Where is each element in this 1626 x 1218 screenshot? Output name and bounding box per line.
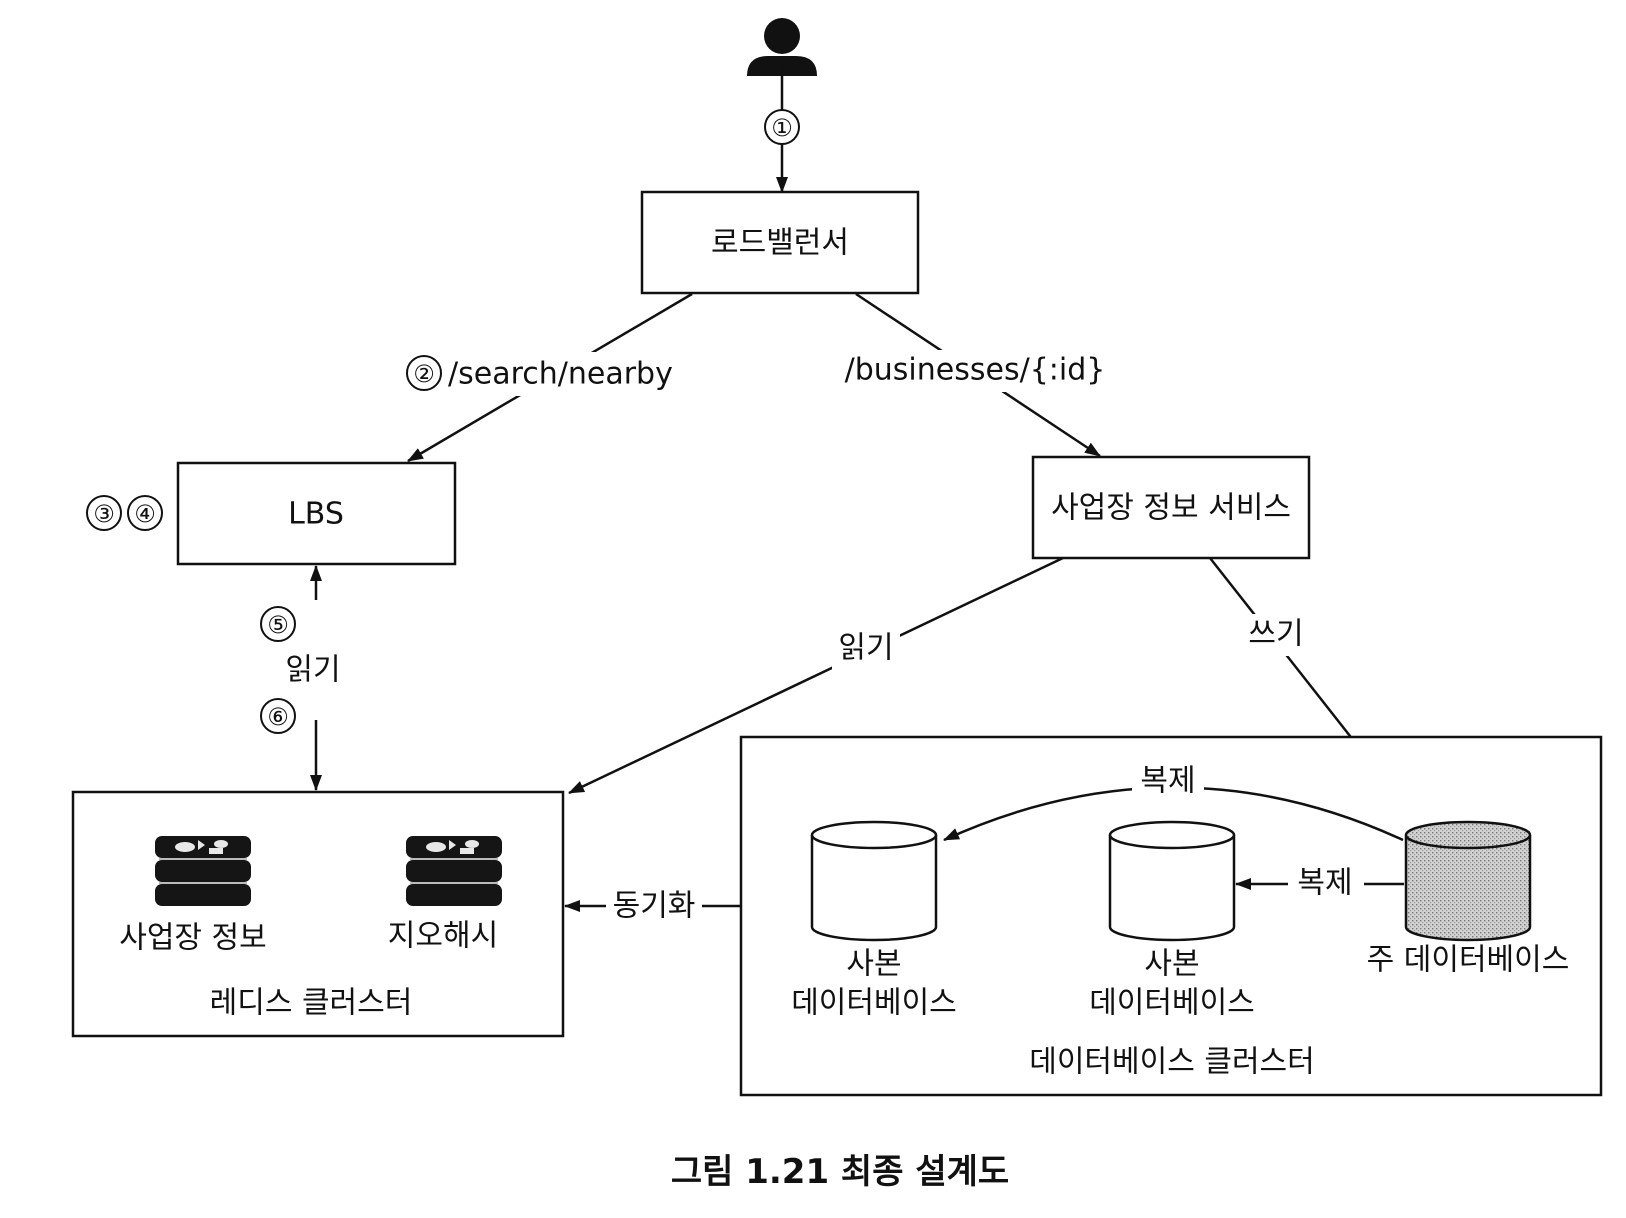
primary-db-icon [1404, 820, 1532, 942]
replica-db-1-icon [810, 820, 938, 942]
primary-db-label: 주 데이터베이스 [1367, 943, 1570, 978]
load-balancer-box: 로드밸런서 [640, 190, 920, 295]
lbs-label: LBS [288, 497, 344, 532]
step-2-label: ② [413, 360, 435, 388]
redis-cluster-title: 레디스 클러스터 [210, 986, 413, 1021]
step-3-label: ③ [93, 500, 115, 528]
database-cluster-box: 사본 데이터베이스 사본 데이터베이스 주 데이터베이스 복제 복제 데이터베이… [739, 735, 1603, 1097]
business-service-label: 사업장 정보 서비스 [1051, 491, 1291, 526]
step-1-label: ① [771, 114, 793, 142]
search-nearby-label: /search/nearby [448, 357, 673, 392]
replica-db-2-icon [1108, 820, 1236, 942]
replicate-label-1: 복제 [1140, 764, 1195, 799]
write-label: 쓰기 [1248, 617, 1303, 652]
load-balancer-label: 로드밸런서 [711, 226, 849, 261]
replicate-label-2: 복제 [1297, 866, 1352, 901]
step-4-label: ④ [134, 500, 156, 528]
lbs-box: LBS [176, 461, 457, 566]
sync-label: 동기화 [613, 889, 696, 924]
database-cluster-title: 데이터베이스 클러스터 [1029, 1045, 1315, 1080]
replica-db-2-label-line2: 데이터베이스 [1089, 986, 1255, 1021]
replica-db-1-label-line2: 데이터베이스 [791, 986, 957, 1021]
step-5-label: ⑤ [267, 611, 289, 639]
figure-caption: 그림 1.21 최종 설계도 [671, 1152, 1009, 1192]
arrow-service-to-redis-read [568, 556, 1064, 795]
redis-stack-icon [406, 836, 502, 906]
replica-db-2-label-line1: 사본 [1144, 947, 1199, 982]
businesses-id-label: /businesses/{:id} [845, 353, 1106, 388]
business-service-box: 사업장 정보 서비스 [1031, 455, 1311, 560]
step-6-label: ⑥ [267, 703, 289, 731]
redis-stack-icon [155, 836, 251, 906]
redis-cluster-box: 사업장 정보 지오해시 레디스 클러스터 [71, 790, 565, 1038]
redis-geohash-label: 지오해시 [388, 919, 498, 954]
replica-db-1-label-line1: 사본 [846, 947, 901, 982]
service-read-label: 읽기 [838, 631, 893, 666]
lbs-read-label: 읽기 [285, 653, 340, 688]
redis-business-info-label: 사업장 정보 [119, 921, 267, 956]
